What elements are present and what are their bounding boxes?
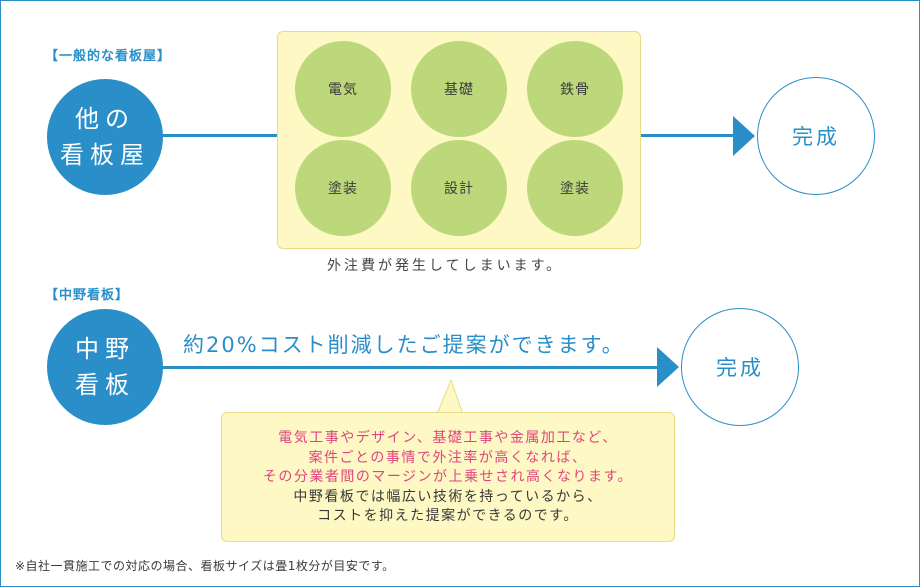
source-circle-line: 中野: [75, 335, 135, 363]
flow-line: [161, 134, 279, 137]
callout-pointer: [436, 379, 464, 414]
source-circle-line: 他の: [75, 105, 135, 133]
callout-line: 電気工事やデザイン、基礎工事や金属加工など、: [278, 430, 618, 446]
arrow-head-icon: [733, 116, 755, 156]
cost-reduction-headline: 約20%コスト削減したご提案ができます。: [183, 333, 625, 357]
trade-circle: 基礎: [411, 41, 507, 137]
callout-line: その分業者間のマージンが上乗せされ高くなります。: [262, 469, 634, 485]
trade-circle: 鉄骨: [527, 41, 623, 137]
source-circle-line: 看板: [75, 371, 135, 399]
flow-line: [641, 134, 739, 137]
flow-line: [161, 366, 661, 369]
callout-line: 中野看板では幅広い技術を持っているから、: [293, 488, 603, 505]
trade-circle: 塗装: [527, 140, 623, 236]
section-label-nakano: 【中野看板】: [45, 288, 130, 303]
outsourcing-box: 電気 基礎 鉄骨 塗装 設計 塗装: [277, 31, 641, 249]
section-label-general: 【一般的な看板屋】: [45, 49, 172, 64]
source-circle-nakano: 中野 看板: [47, 309, 163, 425]
callout-line: コストを抑えた提案ができるのです。: [317, 508, 579, 524]
result-circle-complete: 完成: [681, 308, 799, 426]
result-circle-complete: 完成: [757, 77, 875, 195]
trade-circle: 設計: [411, 140, 507, 236]
trade-circle: 塗装: [295, 140, 391, 236]
footnote: ※自社一貫施工での対応の場合、看板サイズは畳1枚分が目安です。: [15, 559, 395, 573]
outsourcing-caption: 外注費が発生してしまいます。: [327, 258, 564, 274]
explanation-callout: 電気工事やデザイン、基礎工事や金属加工など、 案件ごとの事情で外注率が高くなれば…: [221, 412, 675, 542]
source-circle-line: 看板屋: [60, 141, 150, 169]
arrow-head-icon: [657, 347, 679, 387]
trade-circle: 電気: [295, 41, 391, 137]
callout-line: 案件ごとの事情で外注率が高くなれば、: [308, 449, 588, 466]
source-circle-other-company: 他の 看板屋: [47, 79, 163, 195]
